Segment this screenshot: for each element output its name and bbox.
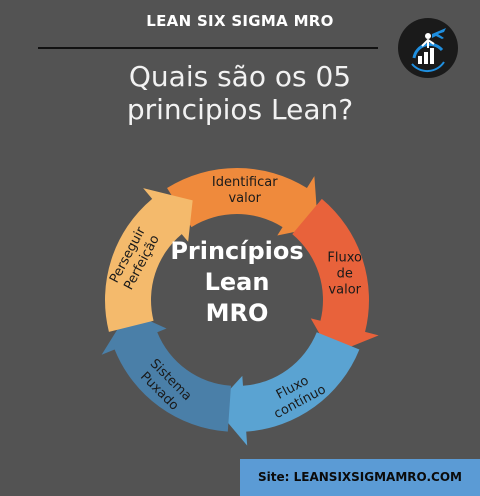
brand-title: LEAN SIX SIGMA MRO <box>146 12 334 30</box>
header-divider <box>38 47 378 49</box>
cycle-arrow-5 <box>105 188 193 332</box>
page-question: Quais são os 05 principios Lean? <box>0 60 480 126</box>
cycle-arrow-1 <box>167 167 319 236</box>
cycle-step-text: de <box>337 267 353 282</box>
cycle-step-text: Fluxo <box>327 251 362 266</box>
cycle-center-title: MRO <box>206 299 269 327</box>
cycle-step-text: valor <box>228 191 261 206</box>
question-line-2: principios Lean? <box>126 93 354 126</box>
cycle-arrow-2 <box>292 198 379 355</box>
cycle-step-text: valor <box>328 283 361 298</box>
footer-banner: Site: LEANSIXSIGMAMRO.COM <box>240 459 480 496</box>
company-logo <box>398 18 458 78</box>
cycle-arrow-3 <box>214 332 360 446</box>
cycle-center-title: Princípios <box>170 237 303 265</box>
footer-site-link[interactable]: Site: LEANSIXSIGMAMRO.COM <box>258 470 462 484</box>
cycle-center-title: Lean <box>205 268 270 296</box>
question-line-1: Quais são os 05 <box>128 60 352 93</box>
airplane-growth-icon <box>411 28 446 73</box>
cycle-arrow-4 <box>101 311 232 432</box>
cycle-step-text: Identificar <box>212 175 278 190</box>
